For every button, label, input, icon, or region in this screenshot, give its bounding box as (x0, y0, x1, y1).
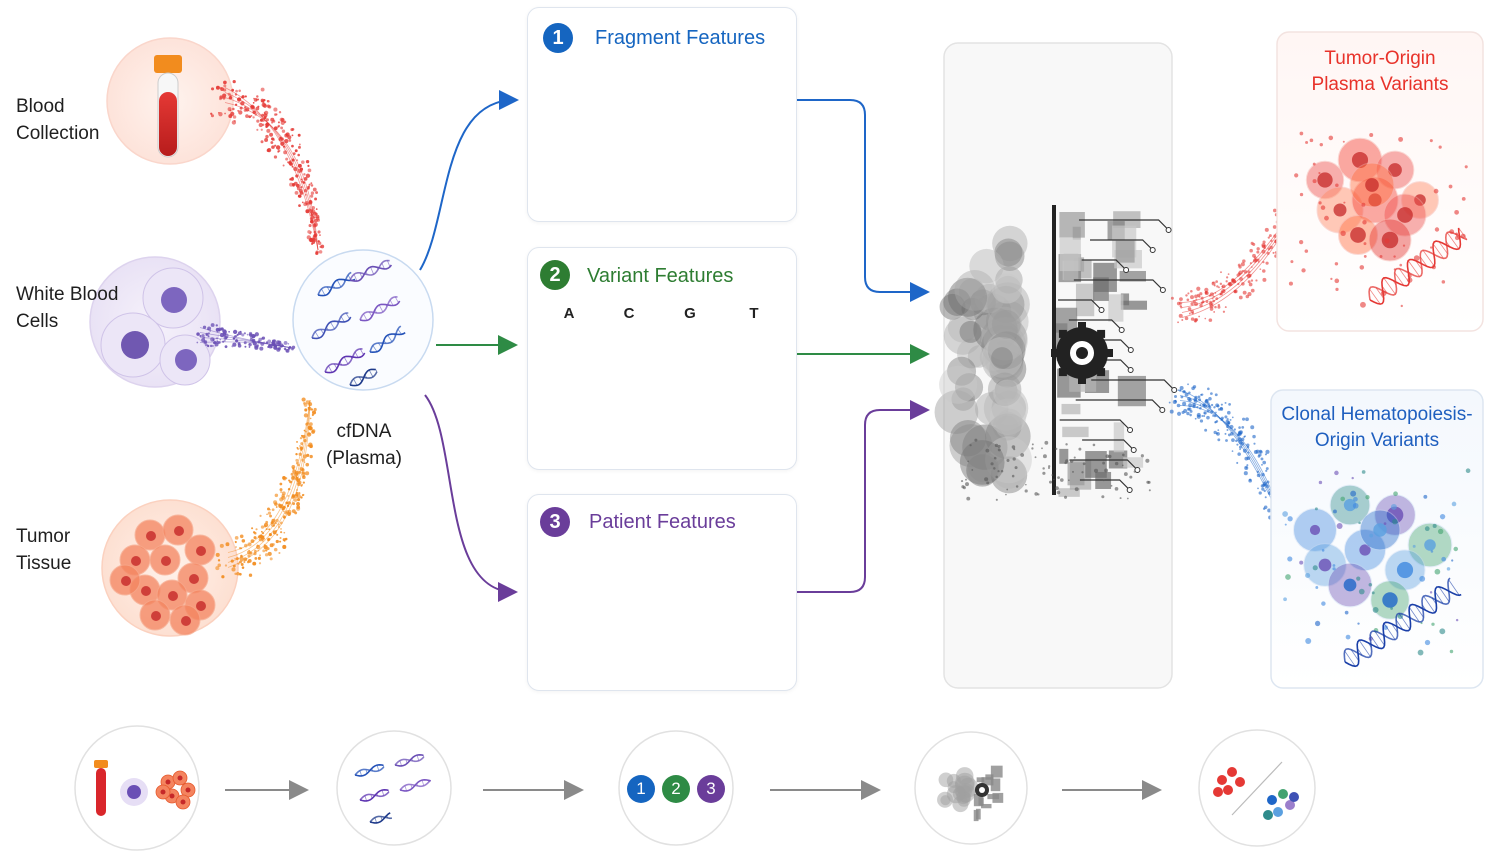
tumor-tissue-node (101, 499, 239, 637)
mini-blood-tube-icon (94, 760, 108, 816)
mini-wbc-icon (120, 778, 148, 806)
mini-dna-icon (354, 753, 432, 824)
fragment-features-card: 1 Fragment Features (527, 7, 797, 222)
mini-tumor-icon (155, 770, 196, 810)
tumor-tissue-label: Tumor Tissue (16, 526, 72, 574)
pipeline-strip (74, 725, 1316, 851)
tumor-variant-cluster-icon (1288, 131, 1468, 308)
ch-variant-cluster-icon (1282, 468, 1471, 656)
tumor-cluster-icon (109, 514, 216, 636)
patient-features-card: 3 Patient Features (527, 494, 797, 691)
wbc-node (89, 256, 221, 388)
badge-1: 1 (543, 23, 573, 53)
tumor-origin-title: Tumor-Origin Plasma Variants (1311, 48, 1449, 95)
arrow-to-patient (424, 394, 518, 602)
cfdna-label: cfDNA (Plasma) (325, 421, 402, 469)
model-panel (943, 42, 1173, 689)
blood-collection-node (106, 37, 234, 165)
fragment-features-title: Fragment Features (595, 27, 766, 49)
white-blood-cell-icon (100, 267, 211, 386)
base-label-g: G (684, 305, 696, 322)
dna-helix-blue-icon (1343, 577, 1462, 668)
base-label-c: C (623, 305, 635, 322)
arrow-to-fragment (419, 90, 519, 271)
pipeline-badge-3: 3 (697, 775, 725, 803)
pipeline-badge-1: 1 (627, 775, 655, 803)
patient-features-title: Patient Features (589, 511, 736, 533)
wbc-label: White Blood Cells (16, 284, 119, 332)
pipeline-step-cfdna (336, 730, 452, 846)
mini-output-icon (1213, 761, 1299, 820)
ch-origin-title: Clonal Hematopoiesis- Origin Variants (1281, 404, 1473, 451)
blood-collection-label: Blood Collection (16, 96, 100, 144)
arrow-fragment-to-model (797, 99, 930, 302)
variant-features-card: 2 Variant Features A C G T (527, 247, 797, 470)
dna-fragments-icon (311, 259, 406, 387)
base-label-t: T (749, 305, 759, 322)
badge-3: 3 (540, 507, 570, 537)
pipeline-badge-2: 2 (662, 775, 690, 803)
dna-helix-red-icon (1368, 227, 1468, 305)
base-label-a: A (563, 305, 575, 322)
cfdna-node (292, 249, 434, 391)
arrow-patient-to-model (797, 400, 930, 593)
badge-2: 2 (540, 260, 570, 290)
blood-tube-icon (154, 55, 182, 158)
mini-brain-icon (937, 765, 1004, 822)
source-streams (196, 79, 325, 579)
tumor-origin-card (1276, 31, 1484, 332)
ch-origin-card (1270, 389, 1484, 689)
variant-features-title: Variant Features (587, 265, 734, 287)
brain-ai-icon (934, 205, 1178, 501)
